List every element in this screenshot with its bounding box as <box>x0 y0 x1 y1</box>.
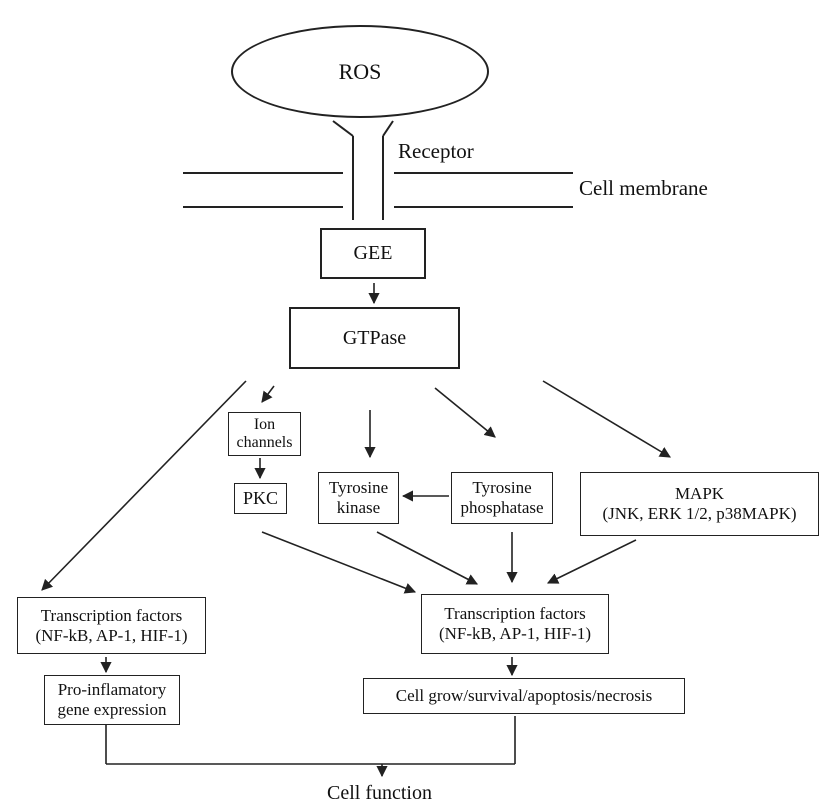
cell-function-label: Cell function <box>327 782 432 804</box>
tf-center-node: Transcription factors (NF-kB, AP-1, HIF-… <box>421 594 609 654</box>
arrow-kinase-tf-center <box>376 531 478 585</box>
arrow-gtpase-mapk <box>542 380 671 458</box>
mapk-line-1: MAPK <box>674 484 725 504</box>
cell-function-bracket <box>105 716 516 778</box>
tf-center-line-1: Transcription factors <box>444 604 586 624</box>
arrow-gtpase-tf-left <box>41 380 247 591</box>
pro-inflammatory-node: Pro-inflamatory gene expression <box>44 675 180 725</box>
tf-left-line-2: (NF-kB, AP-1, HIF-1) <box>35 625 188 645</box>
cell-membrane-lines <box>183 172 573 208</box>
tyrosine-kinase-line-2: kinase <box>336 498 381 517</box>
gee-node: GEE <box>320 228 426 279</box>
tyrosine-kinase-node: Tyrosine kinase <box>318 472 399 524</box>
pkc-node: PKC <box>234 483 287 514</box>
tyrosine-phosphatase-line-2: phosphatase <box>460 498 544 517</box>
cell-membrane-label: Cell membrane <box>579 176 708 200</box>
gtpase-node: GTPase <box>289 307 460 369</box>
cell-fate-label: Cell grow/survival/apoptosis/necrosis <box>395 686 653 706</box>
arrows <box>41 283 671 677</box>
tf-left-line-1: Transcription factors <box>40 605 183 625</box>
arrow-mapk-tf-center <box>546 539 637 584</box>
pkc-label: PKC <box>242 488 278 509</box>
mapk-node: MAPK (JNK, ERK 1/2, p38MAPK) <box>580 472 819 536</box>
gtpase-label: GTPase <box>342 326 407 349</box>
ion-channels-node: Ion channels <box>228 412 301 456</box>
ros-node: ROS <box>231 25 489 118</box>
cell-fate-node: Cell grow/survival/apoptosis/necrosis <box>363 678 685 714</box>
pro-inflammatory-line-2: gene expression <box>57 700 167 719</box>
arrow-gtpase-ion-channels <box>261 385 275 403</box>
mapk-line-2: (JNK, ERK 1/2, p38MAPK) <box>602 504 797 523</box>
receptor-shape <box>332 120 394 220</box>
pro-inflammatory-line-1: Pro-inflamatory <box>57 680 167 700</box>
gee-label: GEE <box>353 242 393 264</box>
arrow-pkc-tf-center <box>261 531 417 594</box>
tf-center-line-2: (NF-kB, AP-1, HIF-1) <box>438 624 592 643</box>
ion-channels-line-2: channels <box>236 434 293 451</box>
tyrosine-phosphatase-node: Tyrosine phosphatase <box>451 472 553 524</box>
ion-channels-line-1: Ion <box>253 415 276 433</box>
tyrosine-phosphatase-line-1: Tyrosine <box>472 478 532 498</box>
tyrosine-kinase-line-1: Tyrosine <box>328 478 389 498</box>
ros-label: ROS <box>338 58 382 84</box>
arrow-gtpase-tyrosine-phosphatase <box>434 387 496 438</box>
tf-left-node: Transcription factors (NF-kB, AP-1, HIF-… <box>17 597 206 654</box>
receptor-label: Receptor <box>398 139 474 163</box>
